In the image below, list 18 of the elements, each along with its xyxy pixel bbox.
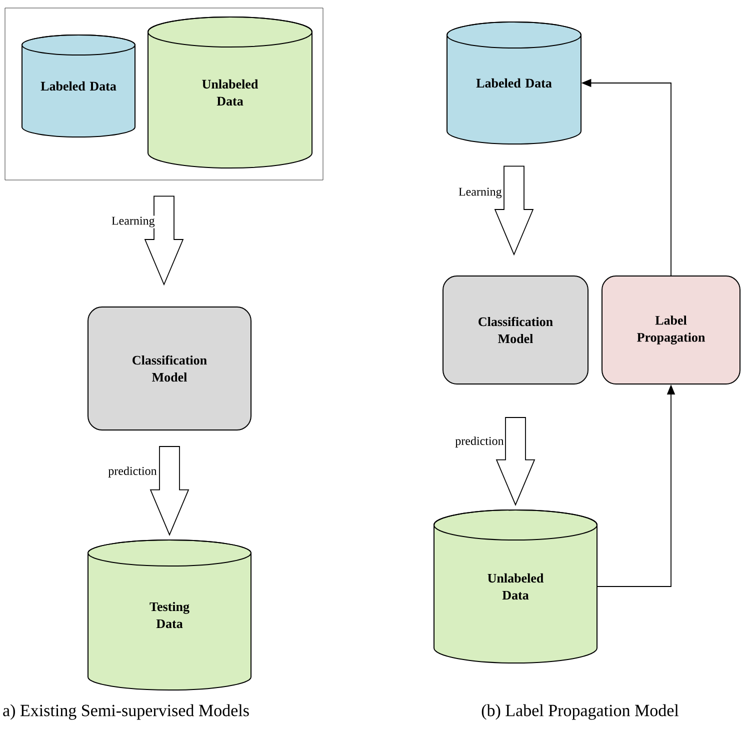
block-arrow bbox=[150, 446, 190, 536]
edge-label: prediction bbox=[454, 436, 505, 448]
block-arrow bbox=[494, 166, 534, 256]
database-cylinder: Testing Data bbox=[88, 540, 252, 690]
database-cylinder: Labeled Data bbox=[446, 22, 582, 144]
block-arrow bbox=[144, 196, 184, 286]
process-box: Classification Model bbox=[442, 276, 588, 384]
process-box: Label Propagation bbox=[602, 276, 740, 384]
group-box bbox=[4, 8, 324, 180]
edge-label: prediction bbox=[107, 466, 158, 478]
database-cylinder: Unlabeled Data bbox=[434, 510, 598, 664]
edge-label: Learning bbox=[458, 186, 503, 200]
subfigure-caption: (b) Label Propagation Model bbox=[482, 704, 679, 720]
edge-label: Learning bbox=[110, 216, 156, 228]
process-box: Classification Model bbox=[88, 306, 252, 430]
database-cylinder: Labeled Data bbox=[22, 34, 136, 138]
database-cylinder: Unlabeled Data bbox=[148, 16, 312, 168]
block-arrow bbox=[496, 417, 536, 506]
